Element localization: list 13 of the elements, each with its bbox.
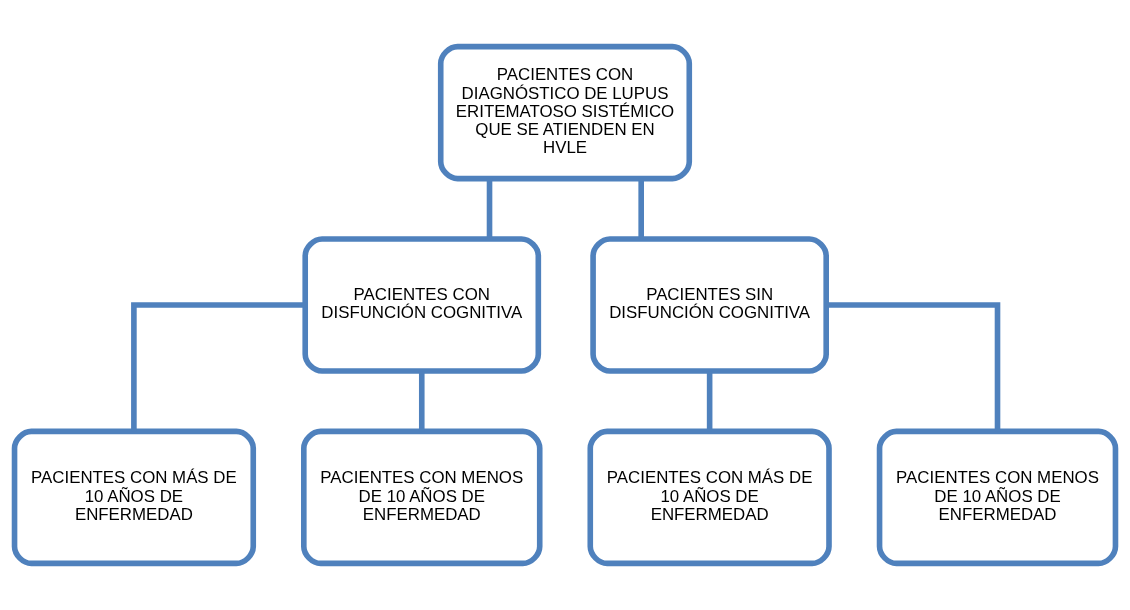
connector [418, 371, 425, 432]
connector [706, 371, 713, 432]
connector [486, 178, 493, 239]
connector [131, 302, 306, 432]
node-box: PACIENTES SIN DISFUNCIÓN COGNITIVA [590, 236, 829, 374]
node-box: PACIENTES CON MENOS DE 10 AÑOS DE ENFERMEDAD [876, 428, 1119, 567]
node-box: PACIENTES CON DIAGNÓSTICO DE LUPUS ERITEMATOSO SISTÉMICO QUE SE ATIENDEN EN HVLE [437, 43, 693, 182]
connector [638, 178, 644, 239]
node-box: PACIENTES CON DISFUNCIÓN COGNITIVA [302, 236, 542, 374]
node-box: PACIENTES CON MÁS DE 10 AÑOS DE ENFERMEDAD [11, 428, 257, 567]
node-box: PACIENTES CON MENOS DE 10 AÑOS DE ENFERMEDAD [301, 428, 543, 567]
connector [826, 302, 1001, 432]
node-box: PACIENTES CON MÁS DE 10 AÑOS DE ENFERMEDAD [587, 428, 832, 567]
